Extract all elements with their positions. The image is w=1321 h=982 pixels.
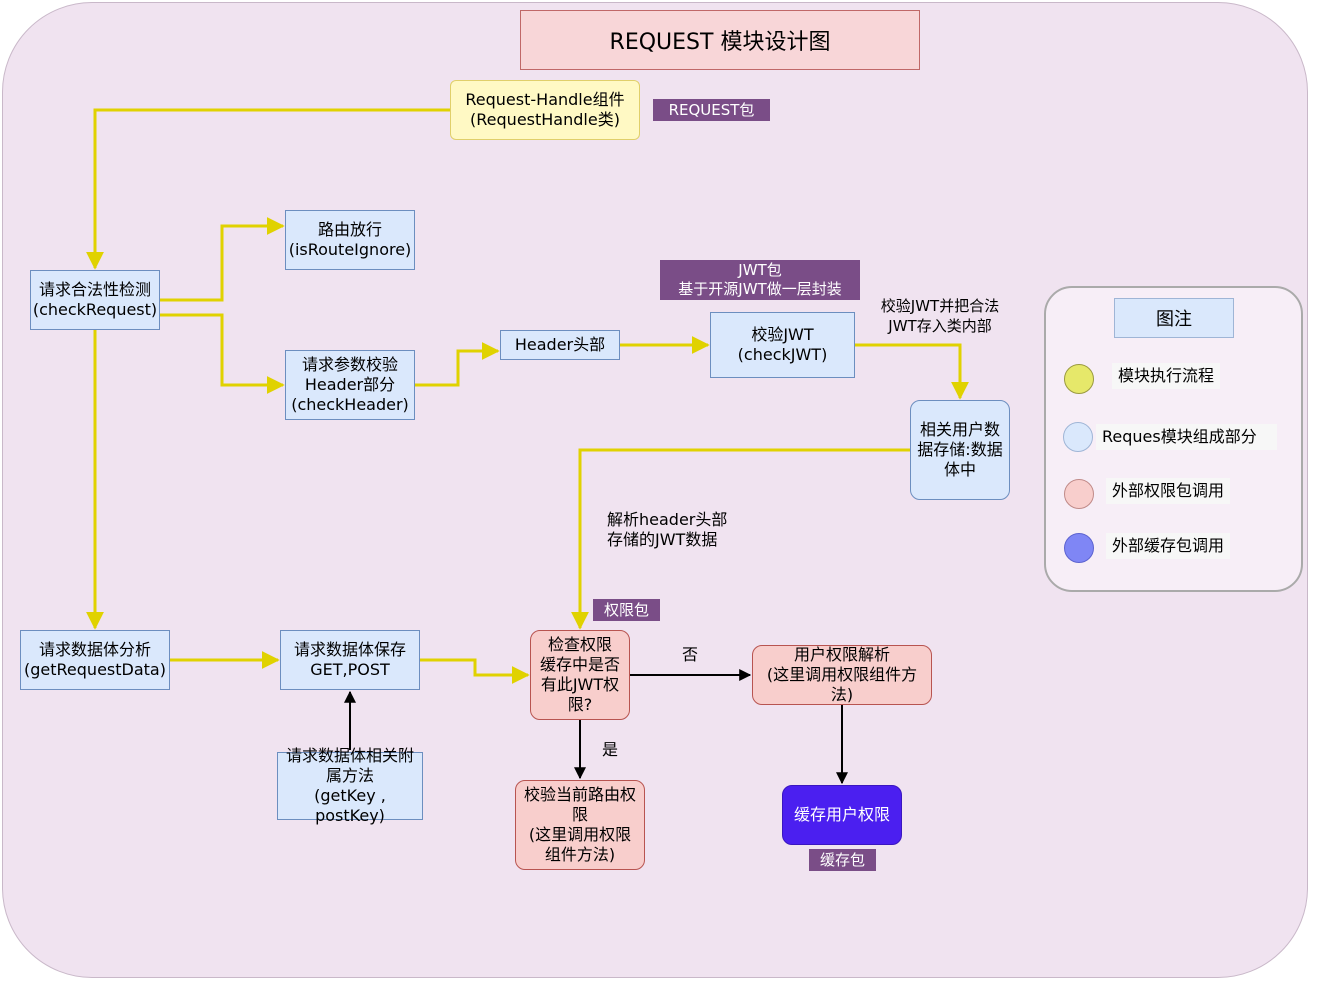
node-check-header: 请求参数校验 Header部分 (checkHeader) — [285, 350, 415, 420]
edge-handle-to-check-request — [86, 108, 450, 270]
edge-check-jwt-to-store — [855, 343, 969, 400]
edge-save-to-permission-check — [420, 658, 530, 684]
node-check-permission-cache: 检查权限 缓存中是否 有此JWT权 限? — [530, 630, 630, 720]
legend-dot-flow — [1064, 364, 1094, 394]
diagram-title: REQUEST 模块设计图 — [520, 10, 920, 70]
node-check-request: 请求合法性检测 (checkRequest) — [30, 270, 160, 330]
legend-item-permission: 外部权限包调用 — [1106, 478, 1231, 504]
node-check-jwt: 校验JWT (checkJWT) — [710, 312, 855, 378]
node-verify-route-permission: 校验当前路由权 限 (这里调用权限 组件方法) — [515, 780, 645, 870]
legend-dot-cache — [1064, 533, 1094, 563]
node-header-part: Header头部 — [500, 330, 620, 360]
tag-cache-package: 缓存包 — [809, 849, 876, 871]
node-request-helpers: 请求数据体相关附 属方法 (getKey , postKey) — [277, 746, 423, 825]
node-user-data-store: 相关用户数 据存储:数据 体中 — [910, 400, 1010, 500]
node-save-request-data: 请求数据体保存 GET,POST — [280, 630, 420, 690]
label-no: 否 — [682, 645, 699, 664]
label-jwt-note: 校验JWT并把合法 JWT存入类内部 — [880, 297, 1000, 335]
label-yes: 是 — [602, 740, 619, 759]
edge-store-to-permission-check — [571, 448, 910, 630]
legend-item-flow: 模块执行流程 — [1112, 363, 1221, 389]
node-cache-user-permission: 缓存用户权限 — [782, 785, 902, 845]
legend-item-cache: 外部缓存包调用 — [1106, 533, 1231, 559]
node-parse-user-permission: 用户权限解析 (这里调用权限组件方 法) — [752, 645, 932, 705]
edge-check-header-to-header — [415, 342, 500, 387]
node-request-handle: Request-Handle组件 (RequestHandle类) — [450, 80, 640, 140]
legend-item-component: Reques模块组成部分 — [1096, 424, 1277, 450]
legend-dot-component — [1063, 422, 1093, 452]
legend-title: 图注 — [1114, 298, 1234, 338]
node-route-ignore: 路由放行 (isRouteIgnore) — [285, 210, 415, 270]
edge-check-to-check-header — [160, 313, 285, 394]
tag-jwt-package: JWT包 基于开源JWT做一层封装 — [660, 260, 860, 300]
legend-dot-permission — [1064, 479, 1094, 509]
edge-check-to-route-ignore — [160, 217, 285, 302]
tag-permission-package: 权限包 — [593, 599, 660, 621]
node-get-request-data: 请求数据体分析 (getRequestData) — [20, 630, 170, 690]
label-parse-note: 解析header头部 存储的JWT数据 — [607, 510, 728, 549]
tag-request-package: REQUEST包 — [653, 99, 770, 121]
